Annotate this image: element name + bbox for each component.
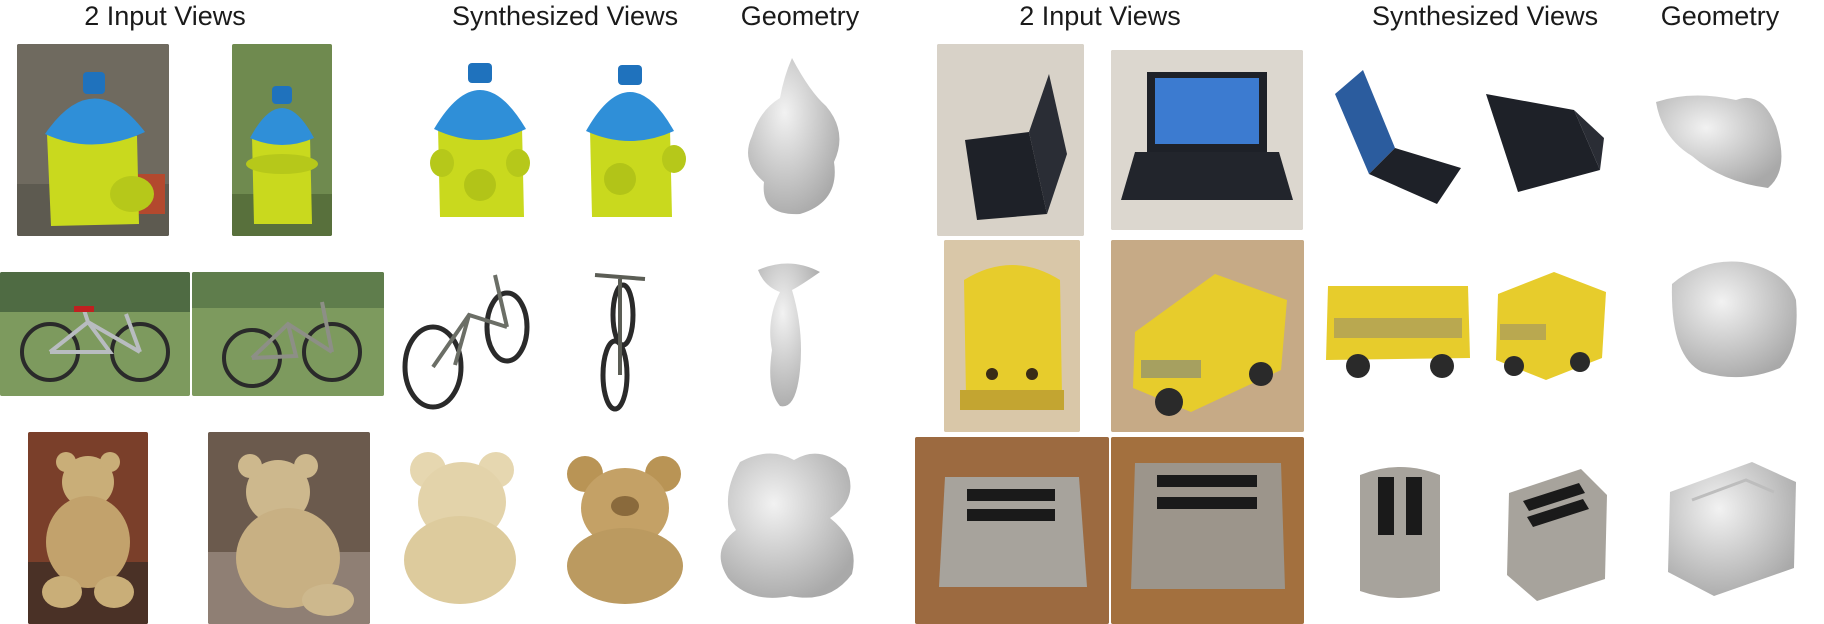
- toaster-input-view-1: [915, 437, 1109, 624]
- toaster-photo: [1111, 437, 1304, 624]
- hydrant-photo: [232, 44, 332, 236]
- mesh-render: [1656, 95, 1782, 188]
- hydrant-input-view-1: [17, 44, 169, 236]
- teddybear-photo: [28, 432, 148, 624]
- bicycle-synthesized-view-2: [575, 255, 665, 415]
- hydrant-synthesized-view-1: [420, 55, 540, 225]
- header-input-views-left: 2 Input Views: [84, 1, 246, 31]
- laptop-render: [1486, 94, 1604, 192]
- hydrant-render: [586, 65, 686, 217]
- toaster-photo: [915, 437, 1109, 624]
- toybus-synthesized-view-1: [1318, 262, 1478, 392]
- teddybear-geometry-mesh: [710, 446, 870, 606]
- mesh-render: [748, 58, 840, 215]
- toaster-render: [1360, 467, 1440, 598]
- mesh-render: [1668, 462, 1796, 596]
- bicycle-synthesized-view-1: [395, 255, 540, 415]
- header-synthesized-views-left: Synthesized Views: [451, 1, 679, 31]
- hydrant-synthesized-view-2: [570, 55, 690, 225]
- teddybear-input-view-2: [208, 432, 370, 624]
- toybus-photo: [944, 240, 1080, 432]
- toybus-render: [1496, 272, 1606, 380]
- bicycle-render: [402, 274, 530, 410]
- teddybear-render: [567, 456, 683, 604]
- header-synthesized-views-right: Synthesized Views: [1371, 1, 1599, 31]
- bicycle-render: [594, 273, 646, 412]
- laptop-geometry-mesh: [1652, 86, 1792, 196]
- laptop-photo: [1111, 50, 1303, 230]
- header-geometry-left: Geometry: [740, 1, 860, 31]
- bicycle-geometry-mesh: [740, 250, 835, 420]
- toybus-geometry-mesh: [1662, 256, 1802, 386]
- toaster-synthesized-view-2: [1495, 455, 1615, 605]
- toaster-render: [1507, 469, 1607, 601]
- laptop-render: [1335, 70, 1461, 204]
- laptop-input-view-2: [1111, 50, 1303, 230]
- teddybear-photo: [208, 432, 370, 624]
- laptop-photo: [937, 44, 1084, 236]
- teddybear-input-view-1: [28, 432, 148, 624]
- toaster-geometry-mesh: [1662, 452, 1802, 602]
- toybus-synthesized-view-2: [1490, 262, 1610, 392]
- teddybear-render: [404, 452, 516, 604]
- hydrant-render: [430, 63, 530, 217]
- toybus-render: [1326, 286, 1470, 378]
- header-input-views-right: 2 Input Views: [1019, 1, 1181, 31]
- toaster-input-view-2: [1111, 437, 1304, 624]
- toybus-input-view-1: [944, 240, 1080, 432]
- header-geometry-right: Geometry: [1660, 1, 1780, 31]
- hydrant-photo: [17, 44, 169, 236]
- bicycle-input-view-2: [192, 272, 384, 396]
- mesh-render: [720, 453, 854, 598]
- bicycle-input-view-1: [0, 272, 190, 396]
- mesh-render: [1671, 261, 1797, 378]
- hydrant-geometry-mesh: [730, 52, 850, 222]
- laptop-synthesized-view-2: [1478, 80, 1608, 210]
- laptop-input-view-1: [937, 44, 1084, 236]
- mesh-render: [758, 263, 820, 407]
- teddybear-synthesized-view-2: [555, 446, 695, 606]
- toybus-input-view-2: [1111, 240, 1304, 432]
- bicycle-photo: [0, 272, 190, 396]
- bicycle-photo: [192, 272, 384, 396]
- laptop-synthesized-view-1: [1325, 64, 1465, 214]
- hydrant-input-view-2: [232, 44, 332, 236]
- toybus-photo: [1111, 240, 1304, 432]
- toaster-synthesized-view-1: [1350, 455, 1450, 605]
- teddybear-synthesized-view-1: [396, 446, 526, 606]
